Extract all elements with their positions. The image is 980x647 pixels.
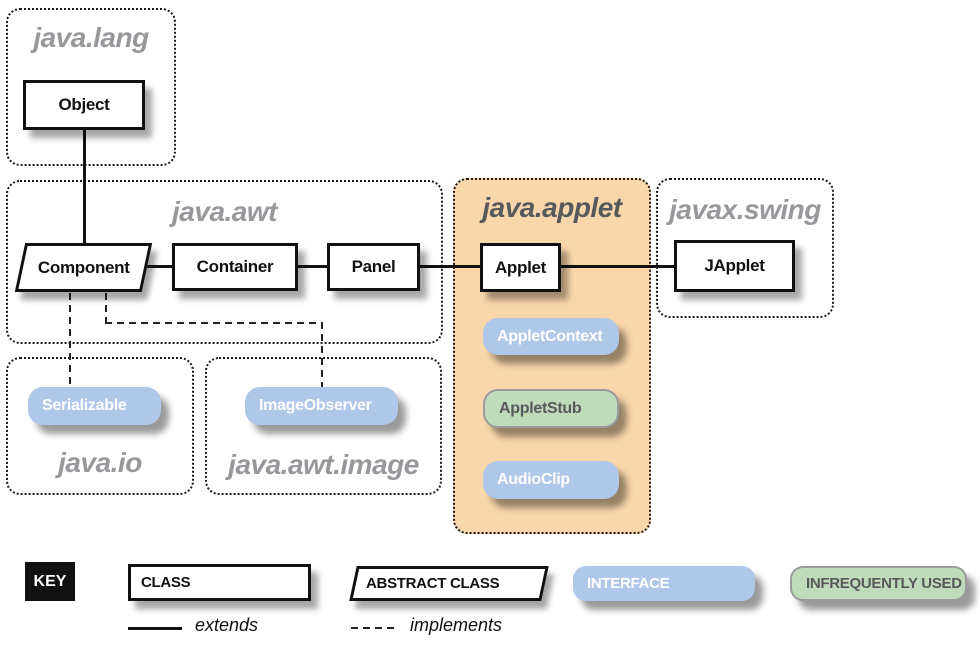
class-applet-label: Applet xyxy=(494,257,547,277)
package-javax-swing: javax.swing xyxy=(656,178,834,318)
class-panel-label: Panel xyxy=(351,257,396,276)
interface-audioclip: AudioClip xyxy=(483,461,619,499)
class-japplet-label: JApplet xyxy=(704,256,765,275)
interface-appletstub: AppletStub xyxy=(483,389,619,428)
interface-imageobserver: ImageObserver xyxy=(245,387,398,425)
key-extends-label: extends xyxy=(195,615,259,635)
package-label-java-awt: java.awt xyxy=(172,196,277,227)
class-japplet: JApplet xyxy=(674,240,795,292)
class-container-label: Container xyxy=(196,257,274,276)
key-implements-label: implements xyxy=(410,615,503,635)
interface-appletcontext-label: AppletContext xyxy=(497,327,603,345)
class-applet: Applet xyxy=(480,243,561,292)
key-abstract-class-label: ABSTRACT CLASS xyxy=(366,575,500,592)
key-abstract-class-sample: ABSTRACT CLASS xyxy=(349,566,549,601)
interface-serializable-label: Serializable xyxy=(42,397,127,414)
key-infrequently-used-sample: INFREQUENTLY USED xyxy=(790,566,967,601)
class-container: Container xyxy=(172,243,298,291)
key-interface-label: INTERFACE xyxy=(587,575,670,592)
interface-serializable: Serializable xyxy=(28,387,161,425)
class-panel: Panel xyxy=(327,243,420,291)
package-label-java-awt-image: java.awt.image xyxy=(228,449,419,480)
package-label-java-applet: java.applet xyxy=(482,192,622,223)
package-java-lang: java.lang xyxy=(6,8,176,166)
class-object-label: Object xyxy=(58,95,110,114)
key-title-box: KEY xyxy=(25,562,75,601)
package-java-awt-image: java.awt.image xyxy=(205,357,442,495)
edge-component-imageobserver-implements-v2 xyxy=(321,322,323,387)
package-label-java-io: java.io xyxy=(58,447,142,478)
key-interface-sample: INTERFACE xyxy=(573,566,755,601)
key-implements-line-sample xyxy=(351,627,399,629)
key-class-sample: CLASS xyxy=(128,564,311,601)
interface-imageobserver-label: ImageObserver xyxy=(259,397,372,414)
key-extends-line-sample xyxy=(128,627,182,630)
class-component-label: Component xyxy=(37,257,130,277)
interface-appletstub-label: AppletStub xyxy=(499,399,582,417)
package-label-java-lang: java.lang xyxy=(33,22,149,53)
package-java-io: java.io xyxy=(6,357,194,495)
class-object: Object xyxy=(23,80,145,130)
abstract-class-component: Component xyxy=(14,243,153,292)
key-class-label: CLASS xyxy=(141,574,191,591)
interface-appletcontext: AppletContext xyxy=(483,318,619,355)
key-title-label: KEY xyxy=(33,572,67,590)
edge-component-serializable-implements xyxy=(69,293,71,387)
edge-component-imageobserver-implements-v1 xyxy=(105,293,107,323)
interface-audioclip-label: AudioClip xyxy=(497,471,570,488)
package-label-javax-swing: javax.swing xyxy=(669,194,821,225)
edge-object-component-extends xyxy=(83,128,86,248)
key-infrequently-used-label: INFREQUENTLY USED xyxy=(806,575,962,592)
package-java-awt: java.awt xyxy=(6,180,443,344)
edge-component-imageobserver-implements-h xyxy=(105,322,323,324)
